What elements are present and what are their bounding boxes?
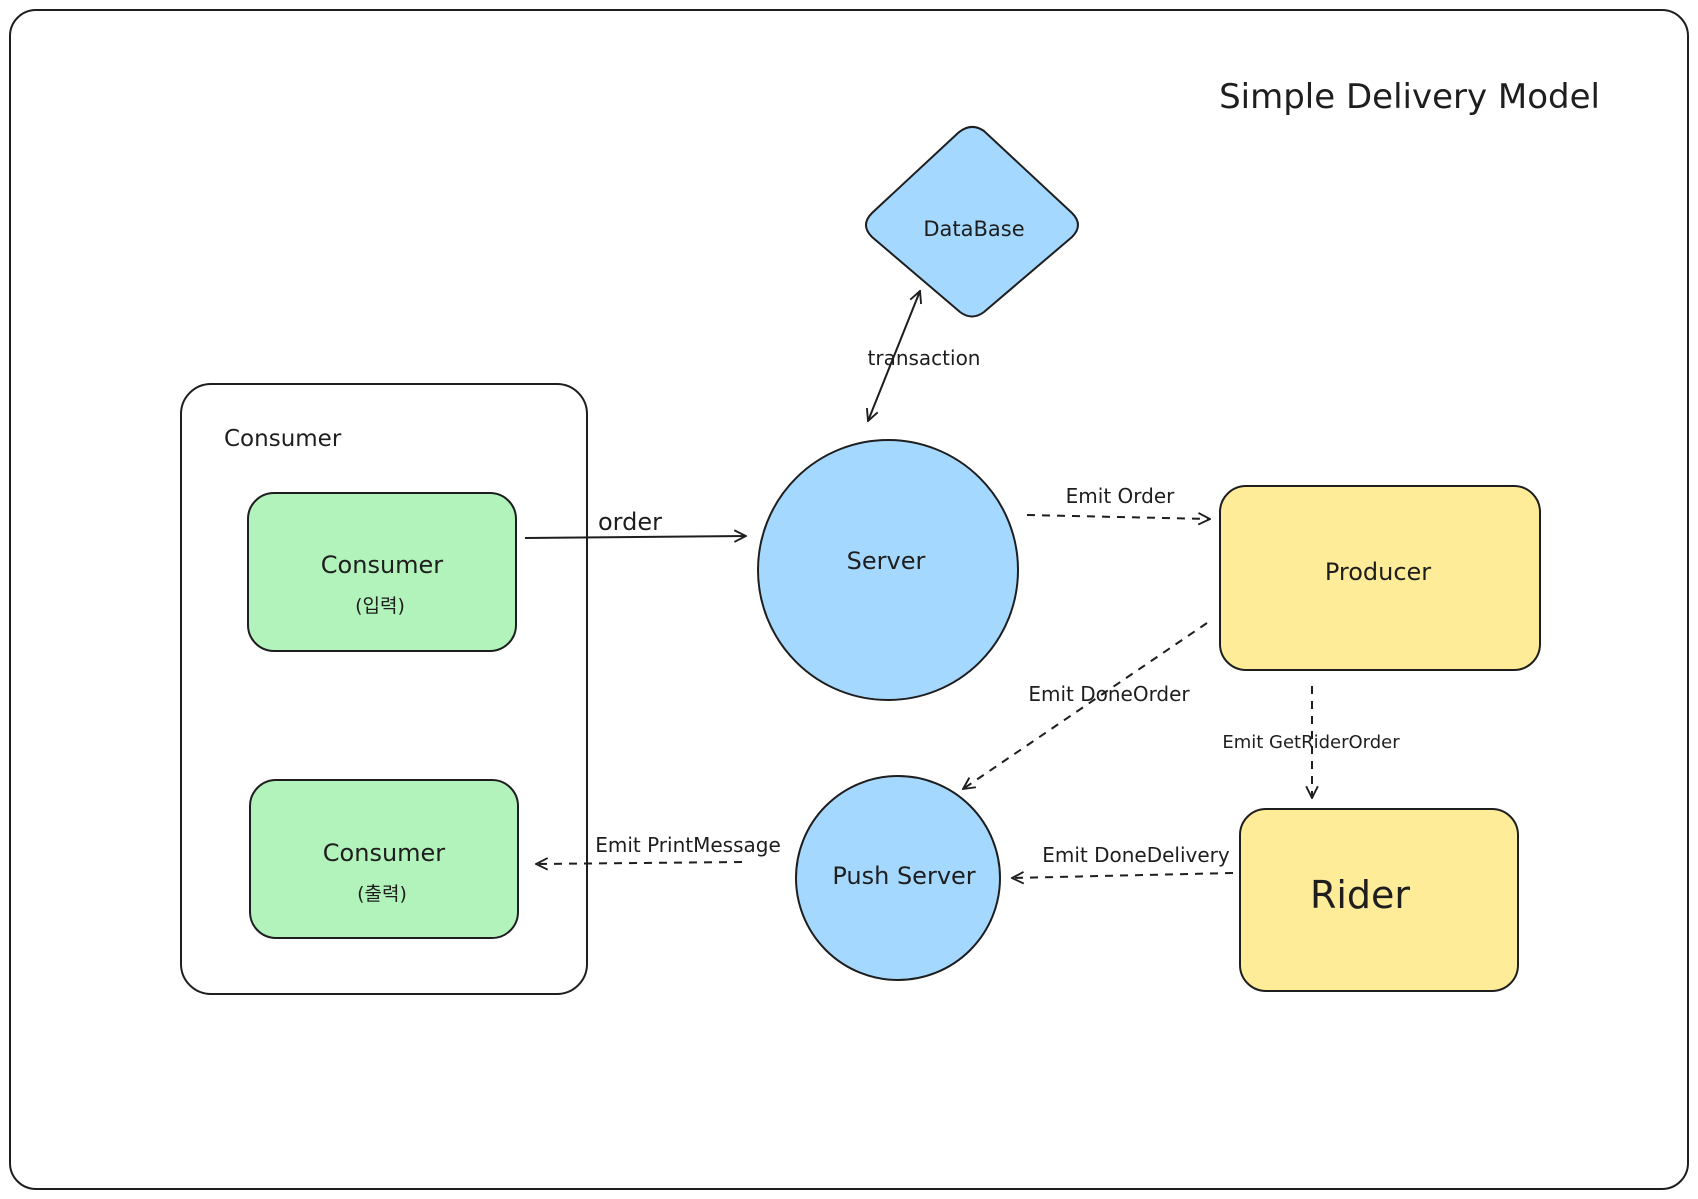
emit-get-rider-order-label: Emit GetRiderOrder — [1222, 732, 1400, 753]
emit-order-arrow — [1026, 515, 1210, 519]
database-node[interactable] — [865, 126, 1079, 318]
emit-done-delivery-arrow — [1012, 873, 1234, 878]
rider-node[interactable] — [1239, 808, 1519, 992]
server-label: Server — [847, 547, 926, 575]
producer-label: Producer — [1325, 558, 1431, 586]
order-arrow — [524, 536, 746, 538]
rider-label: Rider — [1310, 873, 1410, 917]
transaction-label: transaction — [868, 346, 981, 370]
emit-print-message-arrow — [536, 862, 743, 864]
push-server-label: Push Server — [832, 862, 975, 890]
diagram-title: Simple Delivery Model — [1219, 77, 1600, 117]
server-node[interactable] — [757, 439, 1019, 701]
emit-done-order-arrow — [963, 622, 1208, 789]
consumer-output-label: Consumer — [323, 839, 446, 867]
transaction-arrow — [868, 291, 920, 421]
consumer-output-node[interactable] — [249, 779, 519, 939]
consumer-group — [180, 383, 588, 995]
database-label: DataBase — [923, 217, 1024, 241]
emit-print-message-label: Emit PrintMessage — [595, 833, 781, 857]
emit-done-order-label: Emit DoneOrder — [1028, 682, 1190, 706]
emit-done-delivery-label: Emit DoneDelivery — [1042, 843, 1230, 867]
emit-order-label: Emit Order — [1066, 484, 1175, 508]
consumer-input-node[interactable] — [247, 492, 517, 652]
order-label: order — [598, 508, 662, 536]
consumer-group-label: Consumer — [224, 426, 342, 452]
push-server-node[interactable] — [795, 775, 1001, 981]
consumer-input-sublabel: (입력) — [355, 595, 405, 617]
consumer-output-sublabel: (출력) — [357, 883, 407, 905]
producer-node[interactable] — [1219, 485, 1541, 671]
consumer-input-label: Consumer — [321, 551, 444, 579]
